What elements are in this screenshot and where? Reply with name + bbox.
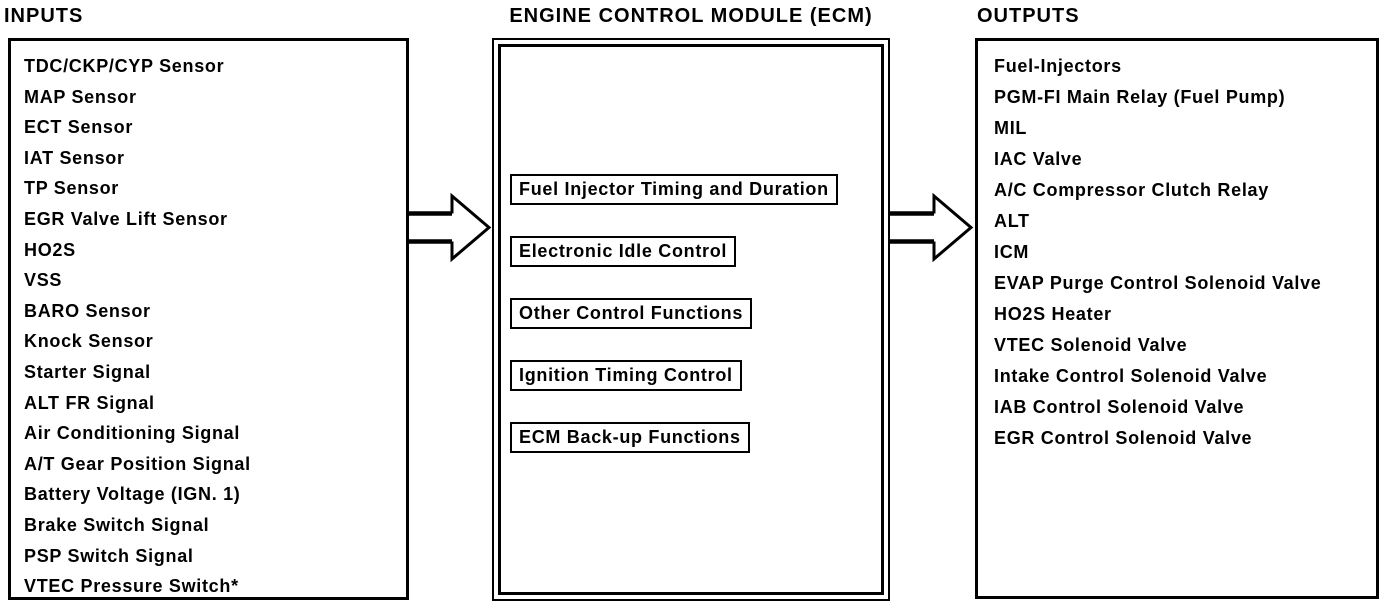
input-item: Air Conditioning Signal — [24, 423, 241, 444]
ecm-title: ENGINE CONTROL MODULE (ECM) — [509, 5, 873, 27]
input-item: EGR Valve Lift Sensor — [24, 208, 228, 229]
output-item: Intake Control Solenoid Valve — [994, 366, 1268, 386]
input-item: IAT Sensor — [24, 147, 125, 168]
inputs-to-ecm-arrow-icon — [408, 192, 492, 263]
input-item: VSS — [24, 270, 63, 291]
output-item: PGM-FI Main Relay (Fuel Pump) — [994, 87, 1286, 107]
outputs-title: OUTPUTS — [977, 5, 1080, 27]
output-item: A/C Compressor Clutch Relay — [994, 180, 1269, 200]
input-item: BARO Sensor — [24, 300, 151, 321]
output-item: IAC Valve — [994, 149, 1083, 169]
output-item: HO2S Heater — [994, 304, 1112, 324]
output-item: EGR Control Solenoid Valve — [994, 428, 1253, 448]
input-item: Brake Switch Signal — [24, 514, 210, 535]
input-item: ECT Sensor — [24, 117, 134, 138]
output-item: EVAP Purge Control Solenoid Valve — [994, 273, 1322, 293]
input-item: HO2S — [24, 239, 76, 260]
input-item: MAP Sensor — [24, 86, 137, 107]
ecm-function-box: Other Control Functions — [510, 298, 753, 329]
ecm-panel — [492, 38, 890, 601]
output-item: MIL — [994, 118, 1028, 138]
ecm-function-box: Fuel Injector Timing and Duration — [510, 174, 838, 205]
ecm-to-outputs-arrow-icon — [890, 192, 974, 263]
input-item: Battery Voltage (IGN. 1) — [24, 484, 241, 505]
output-item: Fuel-Injectors — [994, 56, 1122, 76]
input-item: Knock Sensor — [24, 331, 154, 352]
ecm-function-box: Ignition Timing Control — [510, 360, 742, 391]
ecm-function-box: Electronic Idle Control — [510, 236, 737, 267]
input-item: TP Sensor — [24, 178, 119, 199]
input-item: PSP Switch Signal — [24, 545, 194, 566]
input-item: Starter Signal — [24, 361, 151, 382]
inputs-title: INPUTS — [4, 5, 84, 27]
input-item: VTEC Pressure Switch* — [24, 576, 239, 597]
output-item: VTEC Solenoid Valve — [994, 335, 1188, 355]
output-item: ICM — [994, 242, 1030, 262]
input-item: TDC/CKP/CYP Sensor — [24, 56, 225, 76]
output-item: ALT — [994, 211, 1030, 231]
output-item: IAB Control Solenoid Valve — [994, 397, 1245, 417]
input-item: A/T Gear Position Signal — [24, 453, 251, 474]
input-item: ALT FR Signal — [24, 392, 155, 413]
ecm-function-box: ECM Back-up Functions — [510, 422, 750, 453]
